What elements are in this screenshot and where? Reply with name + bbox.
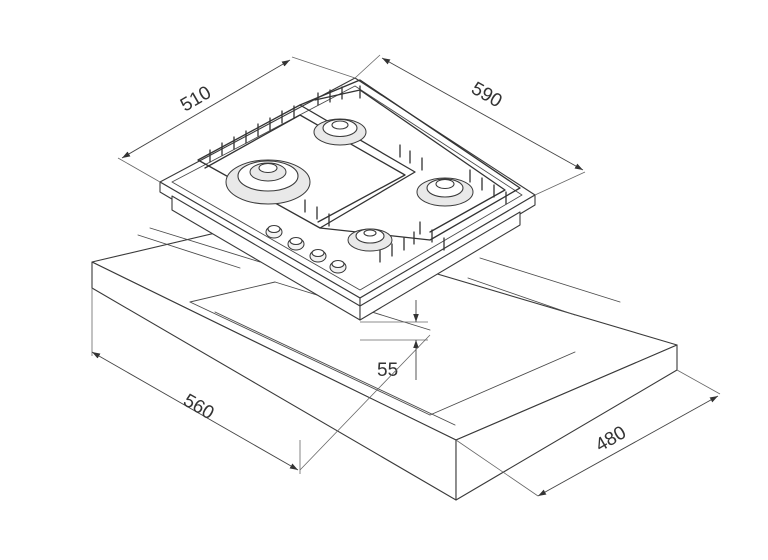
dimension-label-55: 55 — [377, 360, 398, 381]
front-burner — [347, 228, 393, 252]
cutout-opening — [137, 227, 621, 426]
dimension-label-480: 480 — [592, 422, 630, 456]
knob-2 — [287, 236, 305, 251]
dimension-label-510: 510 — [177, 82, 215, 116]
dimension-label-590: 590 — [468, 78, 506, 112]
dimension-hob-height: 55 — [360, 300, 428, 381]
burners — [225, 118, 474, 252]
control-knobs — [265, 224, 347, 274]
knob-3 — [309, 248, 327, 263]
knob-1 — [265, 224, 283, 239]
knob-4 — [329, 259, 347, 274]
wok-burner — [225, 159, 311, 205]
right-burner — [416, 177, 474, 207]
dimension-label-560: 560 — [180, 390, 218, 424]
rear-burner — [313, 118, 367, 146]
